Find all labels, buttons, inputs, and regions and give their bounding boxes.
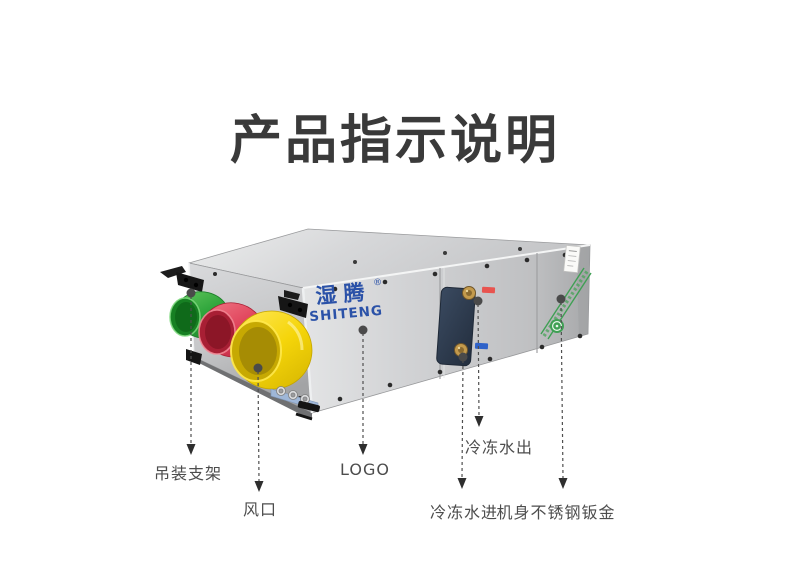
brand-logo-cn: 湿腾 bbox=[315, 280, 373, 309]
hanging-bracket-mid bbox=[278, 290, 308, 318]
green-stripe-text bbox=[542, 269, 590, 337]
brand-logo: 湿腾 ® SHITENG bbox=[309, 278, 384, 325]
callout-arrow-chilled-water-in bbox=[457, 478, 467, 489]
callout-arrow-logo bbox=[358, 444, 368, 455]
callout-line-air-outlet bbox=[257, 370, 260, 482]
water-panel-group bbox=[436, 286, 496, 367]
callout-dot-hanging-bracket bbox=[186, 288, 196, 298]
callout-label-stainless-body: 机身不锈钢钣金 bbox=[496, 503, 616, 522]
callout-arrow-air-outlet bbox=[254, 481, 264, 492]
water-out-fitting bbox=[462, 286, 476, 300]
brand-logo-reg: ® bbox=[373, 278, 383, 289]
eco-emblem bbox=[550, 319, 564, 333]
bevel-top-front bbox=[302, 244, 591, 289]
duct-yellow bbox=[230, 310, 313, 390]
rating-label bbox=[563, 244, 581, 274]
brand-logo-en: SHITENG bbox=[309, 303, 384, 325]
machine-right-edge-shade bbox=[576, 245, 590, 336]
water-in-tag bbox=[474, 342, 489, 350]
machine-bottom-sliver bbox=[194, 357, 312, 420]
callout-arrow-hanging-bracket bbox=[186, 444, 196, 455]
callout-label-hanging-bracket: 吊装支架 bbox=[153, 464, 223, 483]
screws-top-face bbox=[353, 247, 522, 264]
callout-arrow-stainless-body bbox=[558, 478, 568, 489]
callout-dot-logo bbox=[358, 325, 368, 335]
callout-label-chilled-water-in: 冷冻水进 bbox=[429, 503, 499, 522]
callout-line-chilled-water-in bbox=[461, 359, 464, 479]
drain-valve bbox=[295, 400, 320, 421]
duct-yellow-highlight bbox=[287, 320, 304, 351]
callout-label-air-outlet: 风口 bbox=[242, 500, 278, 519]
callout-dot-chilled-water-in bbox=[458, 352, 468, 362]
hanging-bracket-bottom bbox=[186, 349, 202, 365]
screws-top-row bbox=[332, 252, 568, 292]
drain-fittings bbox=[270, 386, 320, 421]
callout-line-chilled-water-out bbox=[477, 303, 480, 417]
callout-line-stainless-body bbox=[560, 301, 564, 479]
callout-dot-air-outlet bbox=[253, 363, 263, 373]
page-title: 产品指示说明 bbox=[229, 110, 560, 171]
callout-label-chilled-water-out: 冷冻水出 bbox=[464, 438, 534, 457]
callout-dot-stainless-body bbox=[556, 294, 566, 304]
callout-label-logo: LOGO bbox=[340, 460, 390, 479]
callout-dot-chilled-water-out bbox=[473, 296, 483, 306]
hanging-bracket-top bbox=[160, 266, 204, 292]
callout-arrow-chilled-water-out bbox=[474, 416, 484, 427]
water-out-tag bbox=[481, 286, 496, 294]
screws-bottom-row bbox=[337, 333, 583, 402]
